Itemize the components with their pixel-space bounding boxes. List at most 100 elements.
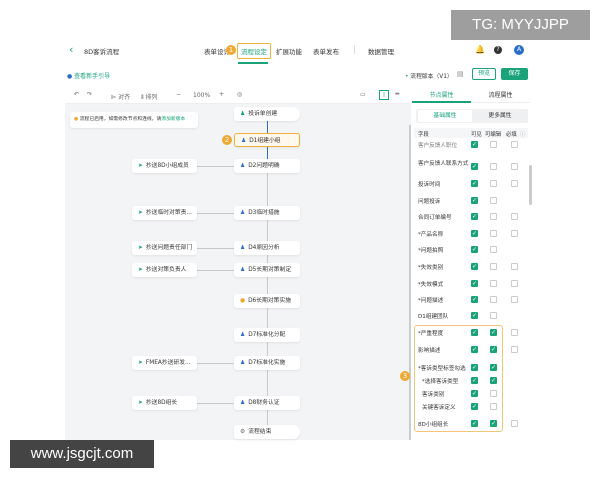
required-checkbox[interactable]	[511, 296, 518, 303]
visible-checkbox[interactable]	[471, 390, 478, 397]
required-checkbox[interactable]	[511, 180, 518, 187]
flow-node[interactable]: ●D6长期对策实施	[234, 294, 300, 308]
tab-data-management[interactable]: 数据管理	[368, 48, 394, 56]
cc-node-label: FMEA抄送研发...	[145, 360, 191, 366]
horizontal-layout-toggle[interactable]: ▬	[395, 91, 400, 97]
visible-checkbox[interactable]	[471, 213, 478, 220]
editable-checkbox[interactable]	[490, 246, 497, 253]
required-checkbox[interactable]	[511, 213, 518, 220]
subtab-more[interactable]: 更多属性	[488, 113, 512, 119]
tab-flow-properties[interactable]: 流程属性	[471, 88, 530, 103]
editable-checkbox[interactable]	[490, 230, 497, 237]
required-checkbox[interactable]	[511, 280, 518, 287]
node-icon: ♟	[240, 210, 246, 216]
flow-node[interactable]: ♟D1组建小组	[234, 133, 300, 147]
editable-checkbox[interactable]	[490, 377, 497, 384]
visible-checkbox[interactable]	[471, 263, 478, 270]
visible-checkbox[interactable]	[471, 180, 478, 187]
help-icon[interactable]: ?	[494, 46, 502, 54]
redo-icon[interactable]: ↷	[87, 91, 93, 98]
panel-scrollbar[interactable]	[529, 165, 532, 205]
info-icon[interactable]: ⓘ	[520, 132, 526, 138]
canvas-scrollbar[interactable]	[409, 125, 411, 440]
preview-button[interactable]: 预览	[472, 68, 496, 80]
cc-node[interactable]: ➤FMEA抄送研发...	[132, 356, 197, 370]
back-arrow-icon[interactable]: ‹	[69, 43, 74, 56]
zoom-out-icon[interactable]: −	[176, 91, 182, 98]
vertical-layout-toggle[interactable]: ▯	[379, 90, 389, 100]
required-checkbox[interactable]	[511, 230, 518, 237]
flow-node[interactable]: ♟D4原因分析	[234, 241, 300, 255]
tab-node-properties[interactable]: 节点属性	[412, 88, 471, 103]
flow-node[interactable]: ♟D2问题明确	[234, 159, 300, 173]
fit-view-icon[interactable]: ◎	[237, 91, 243, 98]
editable-checkbox[interactable]	[490, 280, 497, 287]
visible-checkbox[interactable]	[471, 403, 478, 410]
editable-checkbox[interactable]	[490, 329, 497, 336]
visible-checkbox[interactable]	[471, 377, 478, 384]
editable-checkbox[interactable]	[490, 141, 497, 148]
minimap-icon[interactable]: ▭	[360, 91, 366, 98]
cc-node[interactable]: ➤抄送8D小组成员	[132, 159, 197, 173]
visible-checkbox[interactable]	[471, 246, 478, 253]
cc-node[interactable]: ➤抄送问题责任部门	[132, 241, 197, 255]
subtab-basic[interactable]: 基础属性	[418, 110, 472, 122]
tab-extensions[interactable]: 扩展功能	[276, 48, 302, 56]
highlight-box	[414, 325, 503, 432]
flow-node[interactable]: ⚙流程结束	[234, 425, 300, 439]
editable-checkbox[interactable]	[490, 346, 497, 353]
avatar[interactable]: A	[514, 45, 524, 55]
flow-node[interactable]: ♟D5长期对策制定	[234, 263, 300, 277]
cc-node[interactable]: ➤抄送临时对策责...	[132, 206, 197, 220]
visible-checkbox[interactable]	[471, 163, 478, 170]
editable-checkbox[interactable]	[490, 163, 497, 170]
editable-checkbox[interactable]	[490, 296, 497, 303]
visible-checkbox[interactable]	[471, 197, 478, 204]
editable-checkbox[interactable]	[490, 197, 497, 204]
required-checkbox[interactable]	[511, 420, 518, 427]
tab-form-publish[interactable]: 表单发布	[313, 48, 339, 56]
editable-checkbox[interactable]	[490, 420, 497, 427]
required-checkbox[interactable]	[511, 141, 518, 148]
notification-icon[interactable]: 🔔	[475, 45, 485, 54]
arrange-button[interactable]: ⫴ 排列	[141, 94, 158, 101]
guide-link[interactable]: ● 查看新手引导	[67, 71, 110, 80]
editable-checkbox[interactable]	[490, 263, 497, 270]
editable-checkbox[interactable]	[490, 213, 497, 220]
editable-checkbox[interactable]	[490, 180, 497, 187]
flow-node[interactable]: ♟D7标准化分配	[234, 328, 300, 342]
zoom-in-icon[interactable]: +	[219, 91, 225, 98]
flow-node[interactable]: ♟D3临时措施	[234, 206, 300, 220]
version-history-icon[interactable]: ▤	[457, 70, 464, 78]
visible-checkbox[interactable]	[471, 346, 478, 353]
editable-checkbox[interactable]	[490, 390, 497, 397]
editable-checkbox[interactable]	[490, 364, 497, 371]
align-button[interactable]: ⊫ 对齐	[111, 94, 131, 101]
visible-checkbox[interactable]	[471, 296, 478, 303]
tab-form-design[interactable]: 表单设计	[204, 48, 230, 56]
visible-checkbox[interactable]	[471, 141, 478, 148]
visible-checkbox[interactable]	[471, 364, 478, 371]
save-button[interactable]: 保存	[501, 68, 528, 80]
visible-checkbox[interactable]	[471, 280, 478, 287]
required-checkbox[interactable]	[511, 329, 518, 336]
required-checkbox[interactable]	[511, 346, 518, 353]
flow-node[interactable]: ♟投诉单创建	[234, 107, 300, 121]
visible-checkbox[interactable]	[471, 329, 478, 336]
visible-checkbox[interactable]	[471, 312, 478, 319]
flow-connector	[267, 277, 268, 294]
field-row-label: *问题描述	[418, 298, 444, 304]
required-checkbox[interactable]	[511, 163, 518, 170]
visible-checkbox[interactable]	[471, 420, 478, 427]
undo-icon[interactable]: ↶	[74, 91, 80, 98]
editable-checkbox[interactable]	[490, 312, 497, 319]
cc-node[interactable]: ➤抄送对策负责人	[132, 263, 197, 277]
cc-node[interactable]: ➤抄送8D组长	[132, 396, 197, 410]
visible-checkbox[interactable]	[471, 230, 478, 237]
add-version-link[interactable]: 添加新版本	[161, 117, 186, 122]
flow-node[interactable]: ♟D8财务认证	[234, 396, 300, 410]
flow-node[interactable]: ♟D7标准化实施	[234, 356, 300, 370]
required-checkbox[interactable]	[511, 263, 518, 270]
editable-checkbox[interactable]	[490, 403, 497, 410]
tab-flow-settings[interactable]: 流程设定	[237, 43, 271, 59]
